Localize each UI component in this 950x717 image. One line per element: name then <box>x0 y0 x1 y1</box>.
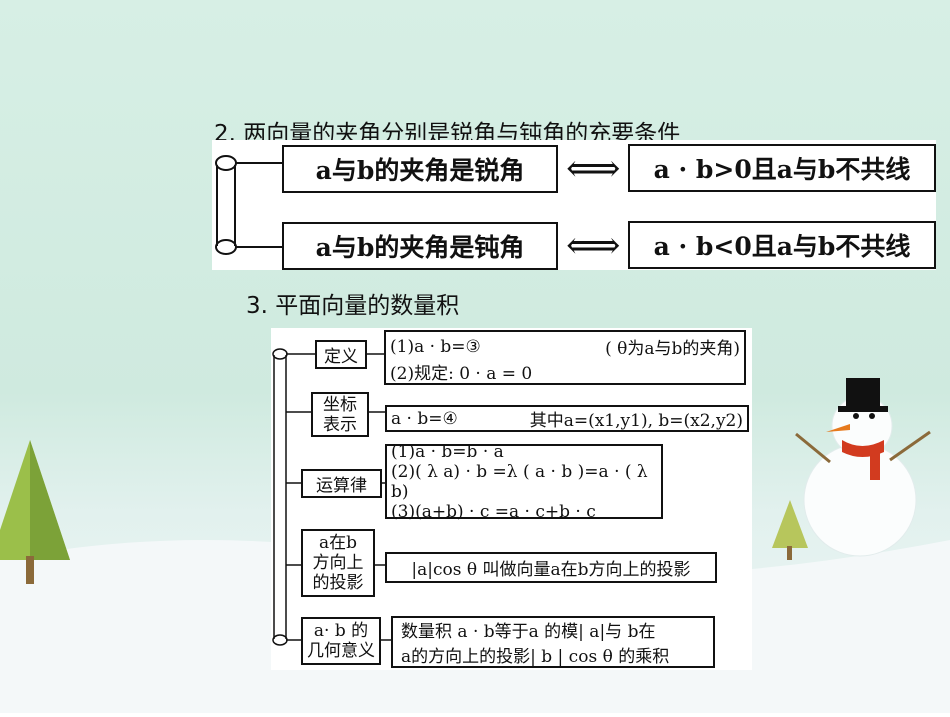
tree-right-icon <box>772 500 808 560</box>
heading-section-3: 3. 平面向量的数量积 <box>246 293 460 319</box>
coordinate-label-line1: 坐标 <box>323 394 357 415</box>
law-commutative: (1)a · b=b · a <box>391 441 504 462</box>
geometric-text-line2: a的方向上的投影| b | cos θ 的乘积 <box>401 647 670 667</box>
scroll-bracket-icon <box>215 155 284 255</box>
acute-angle-box: a与b的夹角是锐角 <box>282 145 558 193</box>
equivalence-arrow-icon: ⟺ <box>566 146 621 190</box>
operation-law-box: (1)a · b=b · a (2)( λ a) · b =λ ( a · b … <box>385 441 663 522</box>
coordinate-label: 坐标 表示 <box>311 392 369 437</box>
geometric-meaning-box: 数量积 a · b等于a 的模| a|与 b在 a的方向上的投影| b | co… <box>391 616 715 668</box>
projection-label-line3: 的投影 <box>312 573 364 593</box>
definition-rule: (2)规定: 0 · a = 0 <box>390 364 533 384</box>
definition-label: 定义 <box>315 340 367 369</box>
projection-label: a在b 方向上 的投影 <box>301 529 375 597</box>
coordinate-label-line2: 表示 <box>323 414 357 435</box>
definition-box: (1)a · b=③ ( θ为a与b的夹角) (2)规定: 0 · a = 0 <box>384 330 746 385</box>
definition-formula: (1)a · b=③ <box>390 336 481 357</box>
operation-law-label: 运算律 <box>301 469 382 498</box>
law-scalar: (2)( λ a) · b =λ ( a · b )=a · ( λ b) <box>391 461 648 502</box>
equivalence-arrow-icon: ⟺ <box>566 223 621 267</box>
snowman-icon <box>795 378 931 557</box>
projection-label-line1: a在b <box>318 533 358 553</box>
definition-note: ( θ为a与b的夹角) <box>605 339 740 359</box>
coordinate-formula: a · b=④ <box>391 408 458 429</box>
tree-connector-lines <box>272 348 391 646</box>
geometric-label-line1: a· b 的 <box>313 621 369 641</box>
geometric-text-line1: 数量积 a · b等于a 的模| a|与 b在 <box>401 622 656 642</box>
tree-left-icon <box>0 440 70 584</box>
geometric-label-line2: 几何意义 <box>307 641 375 661</box>
projection-label-line2: 方向上 <box>312 553 364 573</box>
obtuse-angle-box: a与b的夹角是钝角 <box>282 222 558 270</box>
law-distributive: (3)(a+b) · c =a · c+b · c <box>391 501 596 522</box>
projection-box: |a|cos θ 叫做向量a在b方向上的投影 <box>385 552 717 583</box>
coordinate-note: 其中a=(x1,y1), b=(x2,y2) <box>529 411 743 431</box>
geometric-meaning-label: a· b 的 几何意义 <box>301 617 381 665</box>
acute-condition-box: a · b>0且a与b不共线 <box>628 144 936 192</box>
obtuse-condition-box: a · b<0且a与b不共线 <box>628 221 936 269</box>
coordinate-box: a · b=④ 其中a=(x1,y1), b=(x2,y2) <box>385 405 749 432</box>
